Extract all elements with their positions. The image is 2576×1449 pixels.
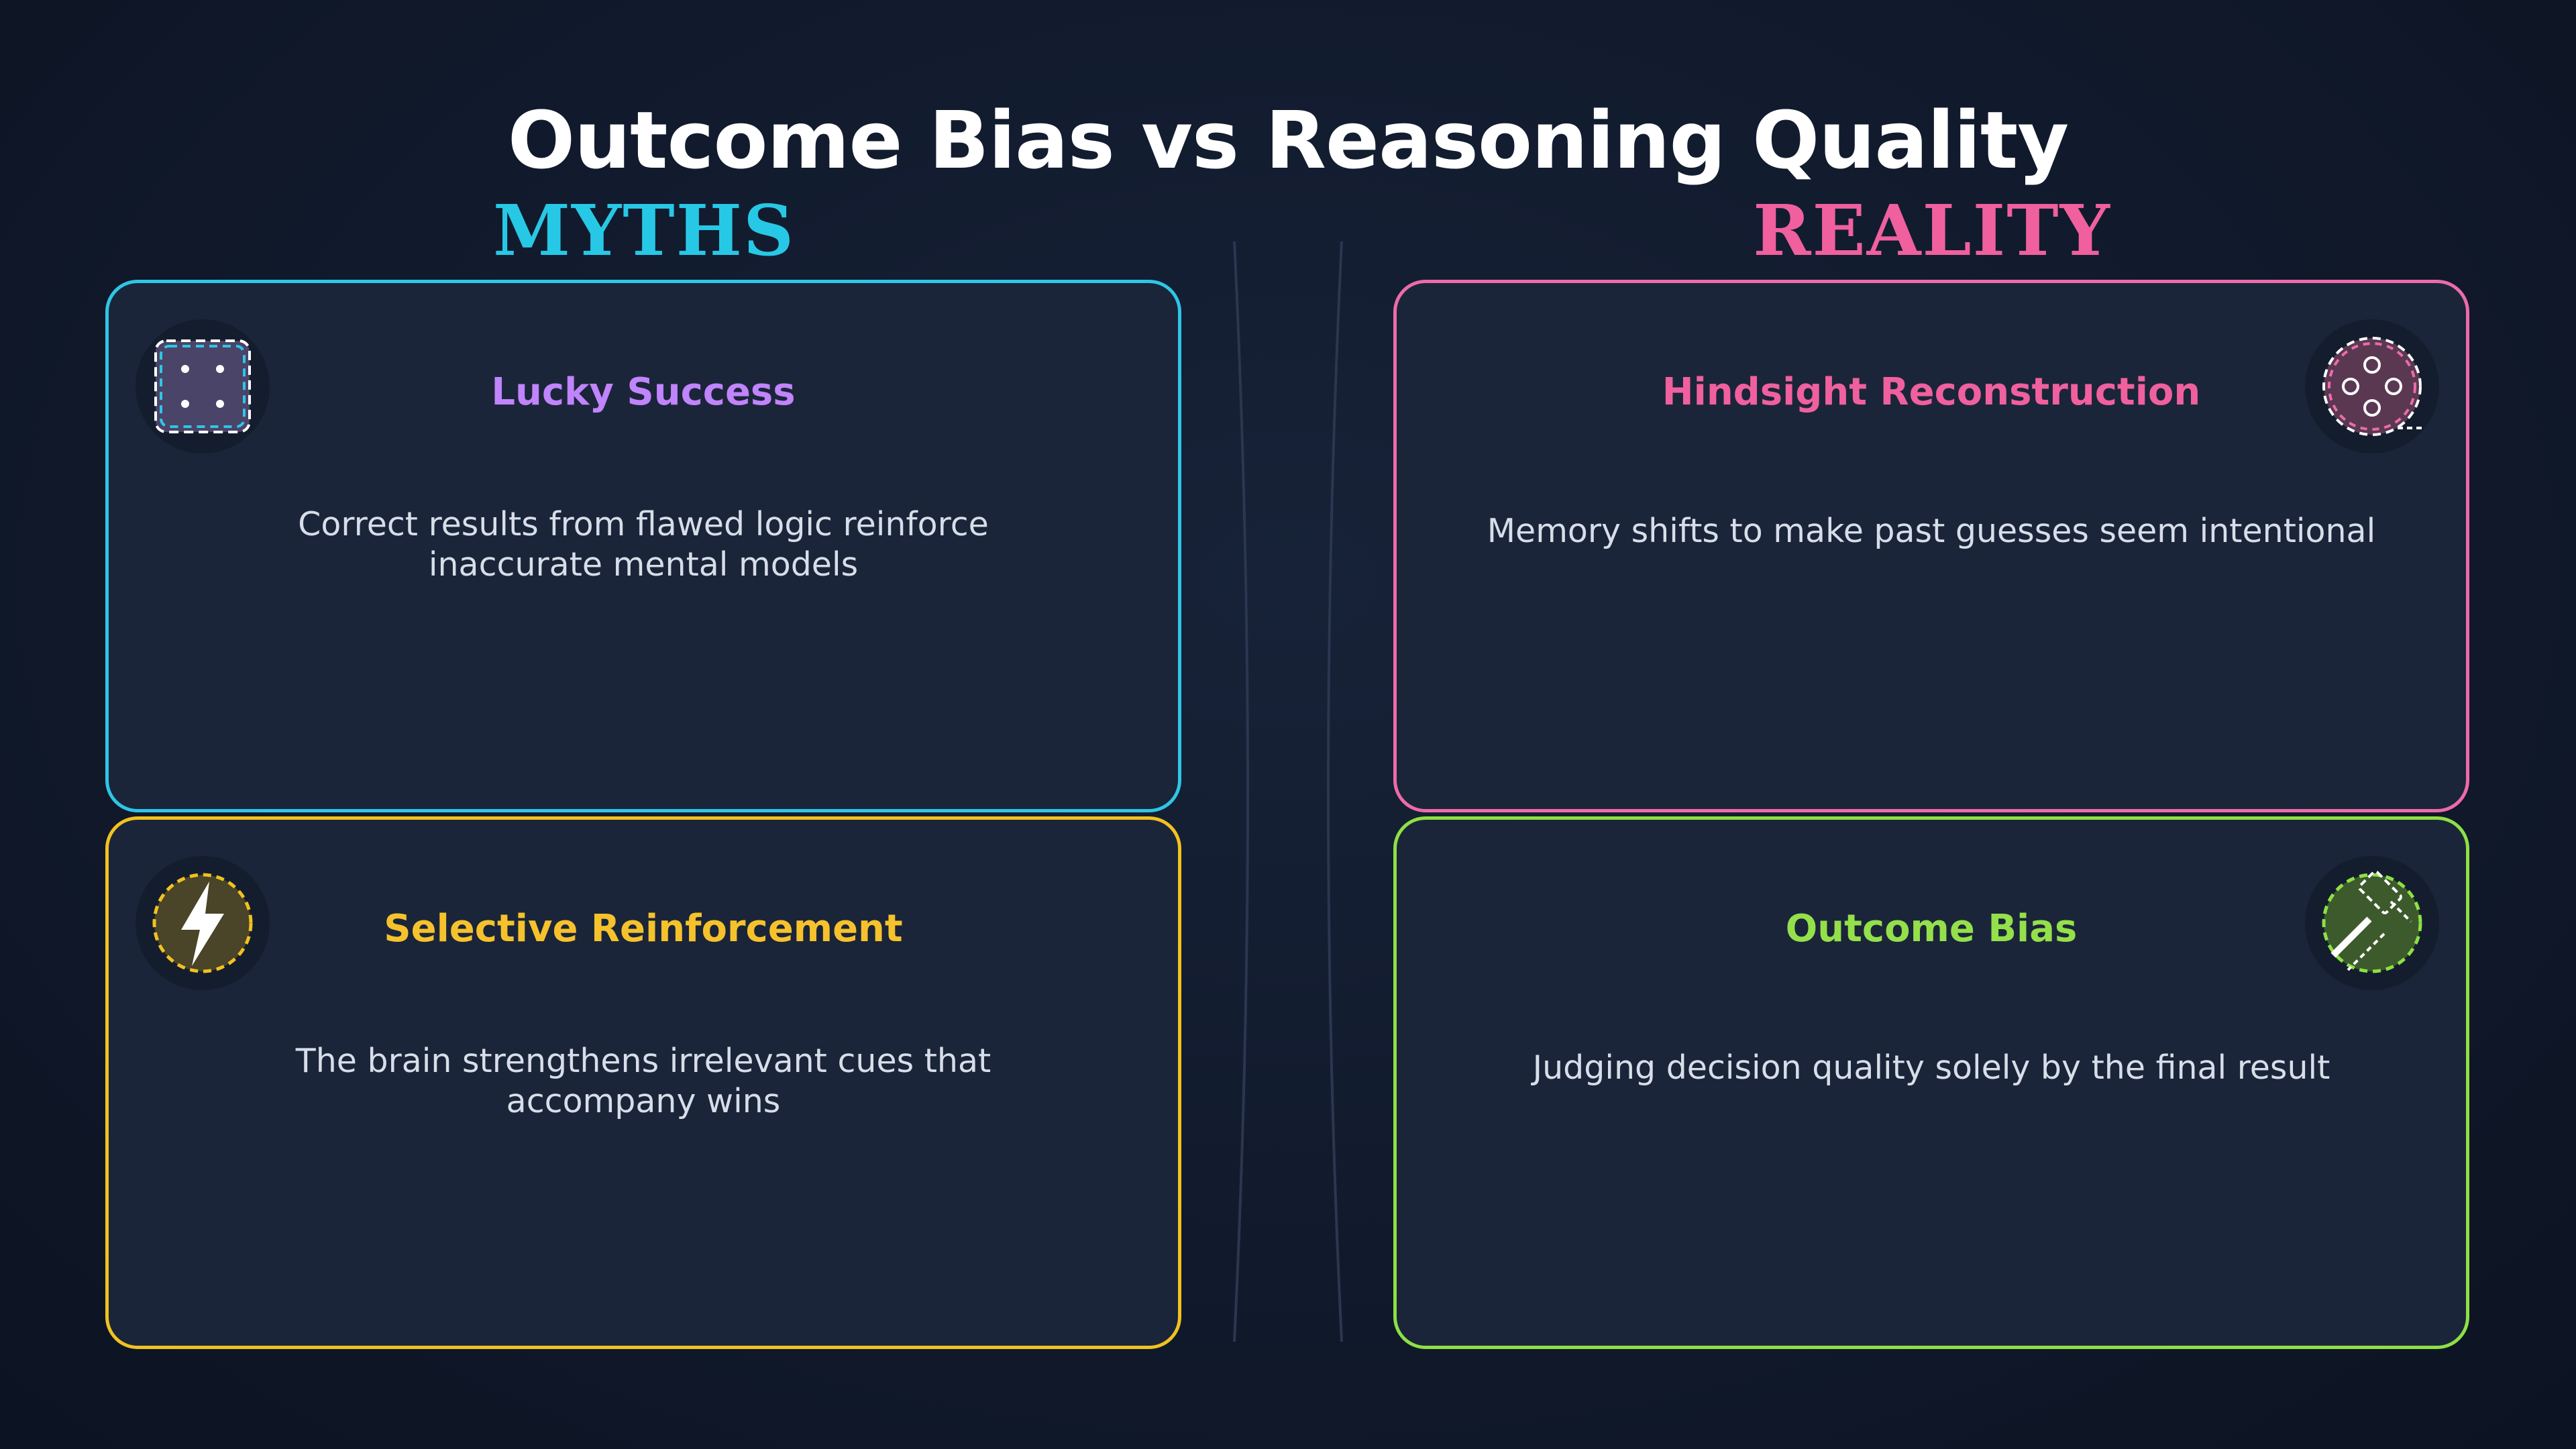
card-description: Memory shifts to make past guesses seem … — [1487, 512, 2376, 550]
lightning-icon — [134, 855, 271, 991]
card-lucky-success: Lucky Success Correct results from flawe… — [105, 280, 1181, 812]
card-outcome-bias: Outcome Bias Judging decision quality so… — [1393, 816, 2469, 1349]
rotate-dots-icon — [2304, 318, 2440, 455]
reality-heading: REALITY — [1753, 189, 2111, 272]
card-selective-reinforcement: Selective Reinforcement The brain streng… — [105, 816, 1181, 1349]
gavel-icon — [2304, 855, 2440, 991]
card-title: Hindsight Reconstruction — [1662, 370, 2201, 414]
card-description: Judging decision quality solely by the f… — [1532, 1049, 2330, 1087]
card-title: Lucky Success — [491, 370, 796, 414]
page-title: Outcome Bias vs Reasoning Quality — [507, 94, 2069, 186]
card-hindsight-reconstruction: Hindsight Reconstruction Memory shifts t… — [1393, 280, 2469, 812]
card-title: Outcome Bias — [1785, 907, 2078, 951]
card-description: The brain strengthens irrelevant cues th… — [295, 1042, 991, 1120]
center-divider — [1233, 241, 1343, 1342]
card-description: Correct results from flawed logic reinfo… — [298, 505, 989, 584]
myths-heading: MYTHS — [492, 189, 796, 272]
card-title: Selective Reinforcement — [384, 907, 903, 951]
dice-icon — [134, 318, 271, 455]
